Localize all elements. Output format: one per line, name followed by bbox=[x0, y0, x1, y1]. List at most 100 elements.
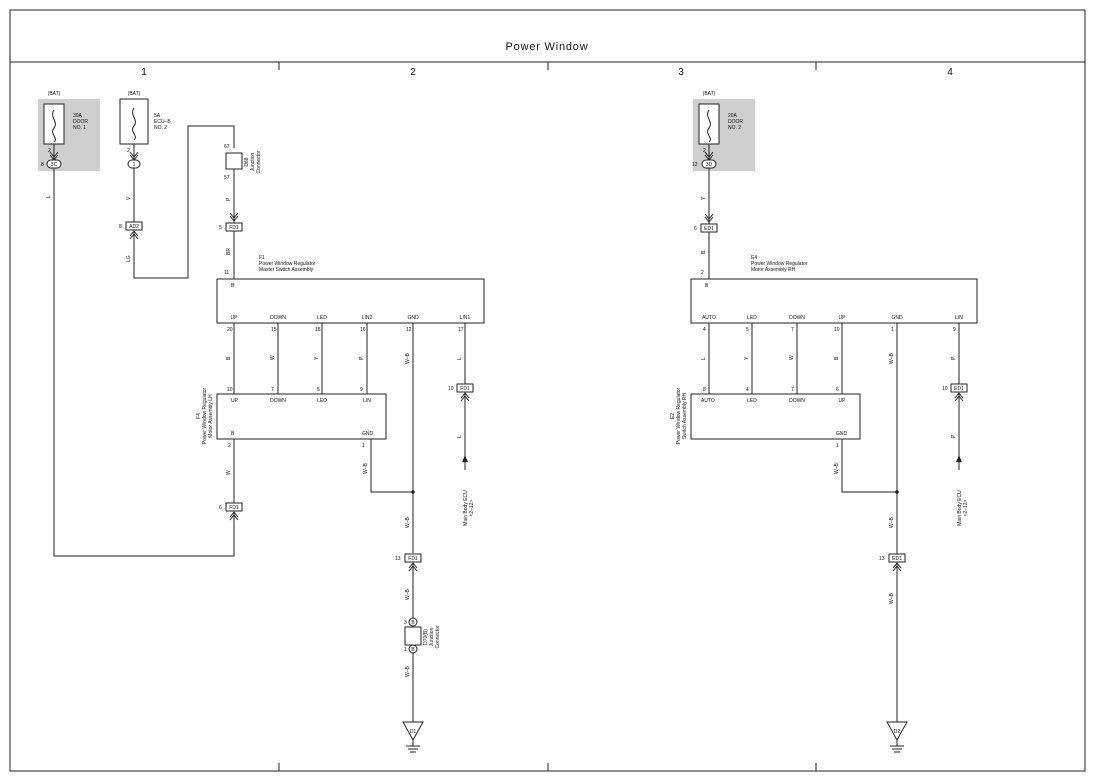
svg-text:7: 7 bbox=[791, 327, 794, 333]
svg-text:GND: GND bbox=[362, 431, 374, 437]
svg-text:Motor Assembly RH: Motor Assembly RH bbox=[751, 267, 796, 273]
svg-text:6: 6 bbox=[694, 226, 697, 232]
svg-text:8: 8 bbox=[703, 387, 706, 393]
junction-connector-d68: 67 57 D68 Junction Connector bbox=[224, 144, 262, 181]
svg-text:16: 16 bbox=[360, 327, 366, 333]
svg-text:5: 5 bbox=[746, 327, 749, 333]
svg-text:D68: D68 bbox=[244, 157, 250, 166]
svg-text:DOWN: DOWN bbox=[270, 315, 286, 321]
arrow-to-ecu-right bbox=[956, 455, 962, 462]
svg-text:11: 11 bbox=[224, 270, 229, 276]
svg-text:B: B bbox=[705, 283, 709, 289]
svg-text:2: 2 bbox=[701, 270, 704, 276]
svg-text:FD1: FD1 bbox=[229, 505, 239, 511]
svg-text:W–B: W–B bbox=[405, 517, 411, 529]
svg-text:LIN1: LIN1 bbox=[460, 315, 471, 321]
svg-text:Master Switch Assembly: Master Switch Assembly bbox=[259, 267, 314, 273]
svg-text:20A: 20A bbox=[728, 113, 738, 119]
svg-text:B: B bbox=[701, 250, 707, 254]
svg-text:LIN: LIN bbox=[363, 398, 371, 404]
svg-text:Y: Y bbox=[744, 356, 750, 360]
svg-text:1: 1 bbox=[891, 327, 894, 333]
column-number-3: 3 bbox=[678, 67, 684, 78]
svg-text:V: V bbox=[126, 196, 132, 200]
svg-text:LIN2: LIN2 bbox=[362, 315, 373, 321]
splice-point-left bbox=[411, 490, 415, 494]
svg-text:E2: E2 bbox=[670, 413, 676, 419]
svg-text:D1: D1 bbox=[410, 729, 417, 735]
svg-text:F4: F4 bbox=[196, 413, 202, 419]
svg-text:6: 6 bbox=[219, 505, 222, 511]
svg-text:W: W bbox=[226, 470, 232, 475]
wire-lg bbox=[133, 125, 235, 279]
svg-text:B: B bbox=[231, 431, 235, 437]
svg-text:NO. 2: NO. 2 bbox=[728, 125, 741, 131]
svg-text:1: 1 bbox=[404, 647, 407, 653]
svg-text:DOWN: DOWN bbox=[789, 315, 805, 321]
svg-text:18: 18 bbox=[315, 327, 321, 333]
svg-text:DOOR: DOOR bbox=[73, 119, 88, 125]
svg-text:13: 13 bbox=[879, 556, 885, 562]
svg-text:ECU–B: ECU–B bbox=[154, 119, 171, 125]
ground-d2: D2 bbox=[886, 721, 908, 753]
svg-text:Y: Y bbox=[701, 196, 707, 200]
svg-text:Junction: Junction bbox=[429, 627, 435, 646]
svg-text:Main Body ECU: Main Body ECU bbox=[957, 490, 963, 526]
junction-connector-d70: B 3 B 1 D70(B) Junction Connector bbox=[404, 617, 441, 654]
svg-text:UP: UP bbox=[839, 315, 847, 321]
column-number-2: 2 bbox=[410, 67, 416, 78]
svg-text:FD1: FD1 bbox=[408, 556, 418, 562]
svg-text:1: 1 bbox=[362, 443, 365, 449]
svg-text:GND: GND bbox=[891, 315, 903, 321]
svg-text:W–B: W–B bbox=[405, 589, 411, 601]
svg-text:15: 15 bbox=[271, 327, 277, 333]
wire-l-loop bbox=[53, 168, 235, 557]
svg-text:Power Window Regulator: Power Window Regulator bbox=[751, 261, 808, 267]
svg-text:10: 10 bbox=[227, 387, 233, 393]
motor-assembly-lh: 10 7 5 9 UP DOWN LED LIN B GND 2 1 F4 Po… bbox=[196, 387, 387, 449]
connector-fd1-pin13: FD1 13 bbox=[395, 553, 422, 572]
svg-text:DOWN: DOWN bbox=[270, 398, 286, 404]
connector-ed1-pin13: ED1 13 bbox=[879, 553, 906, 572]
svg-text:Power Window Regulator: Power Window Regulator bbox=[259, 261, 316, 267]
svg-text:Motor Assembly LH: Motor Assembly LH bbox=[208, 394, 214, 438]
svg-text:67: 67 bbox=[224, 144, 230, 150]
svg-text:20: 20 bbox=[227, 327, 233, 333]
column-number-4: 4 bbox=[947, 67, 953, 78]
svg-text:4: 4 bbox=[703, 327, 706, 333]
svg-text:Power Window Regulator: Power Window Regulator bbox=[202, 387, 208, 444]
svg-text:W: W bbox=[270, 355, 276, 360]
svg-text:30A: 30A bbox=[73, 113, 83, 119]
svg-text:D70(B): D70(B) bbox=[423, 629, 429, 645]
connector-ed1-pin6: ED1 6 bbox=[694, 213, 718, 233]
svg-text:Connector: Connector bbox=[256, 150, 262, 173]
svg-text:GND: GND bbox=[836, 431, 848, 437]
wire-rh-gnd bbox=[841, 439, 897, 493]
svg-text:10: 10 bbox=[448, 386, 454, 392]
svg-text:P: P bbox=[951, 356, 957, 360]
svg-text:5A: 5A bbox=[154, 113, 161, 119]
connector-fd1-pin5: FD1 5 bbox=[219, 212, 243, 232]
svg-text:(BAT): (BAT) bbox=[48, 91, 61, 97]
svg-text:2: 2 bbox=[127, 148, 130, 154]
svg-text:2: 2 bbox=[228, 443, 231, 449]
svg-text:E4: E4 bbox=[751, 255, 757, 261]
svg-text:L: L bbox=[46, 195, 52, 198]
svg-text:Connector: Connector bbox=[435, 625, 441, 648]
svg-text:Switch Assembly RH: Switch Assembly RH bbox=[682, 393, 688, 440]
svg-text:L: L bbox=[457, 357, 463, 360]
svg-text:Y: Y bbox=[314, 356, 320, 360]
svg-text:DOOR: DOOR bbox=[728, 119, 743, 125]
wire-lh-gnd bbox=[370, 439, 413, 493]
svg-text:D2: D2 bbox=[894, 729, 901, 735]
splice-point-right bbox=[895, 490, 899, 494]
svg-text:1: 1 bbox=[836, 443, 839, 449]
svg-text:5: 5 bbox=[219, 225, 222, 231]
svg-text:DOWN: DOWN bbox=[789, 398, 805, 404]
svg-text:7: 7 bbox=[791, 387, 794, 393]
svg-text:<2–12>: <2–12> bbox=[469, 499, 475, 516]
svg-text:GND: GND bbox=[407, 315, 419, 321]
svg-text:13: 13 bbox=[395, 556, 401, 562]
svg-text:W–B: W–B bbox=[363, 463, 369, 475]
arrow-to-ecu bbox=[462, 455, 468, 462]
